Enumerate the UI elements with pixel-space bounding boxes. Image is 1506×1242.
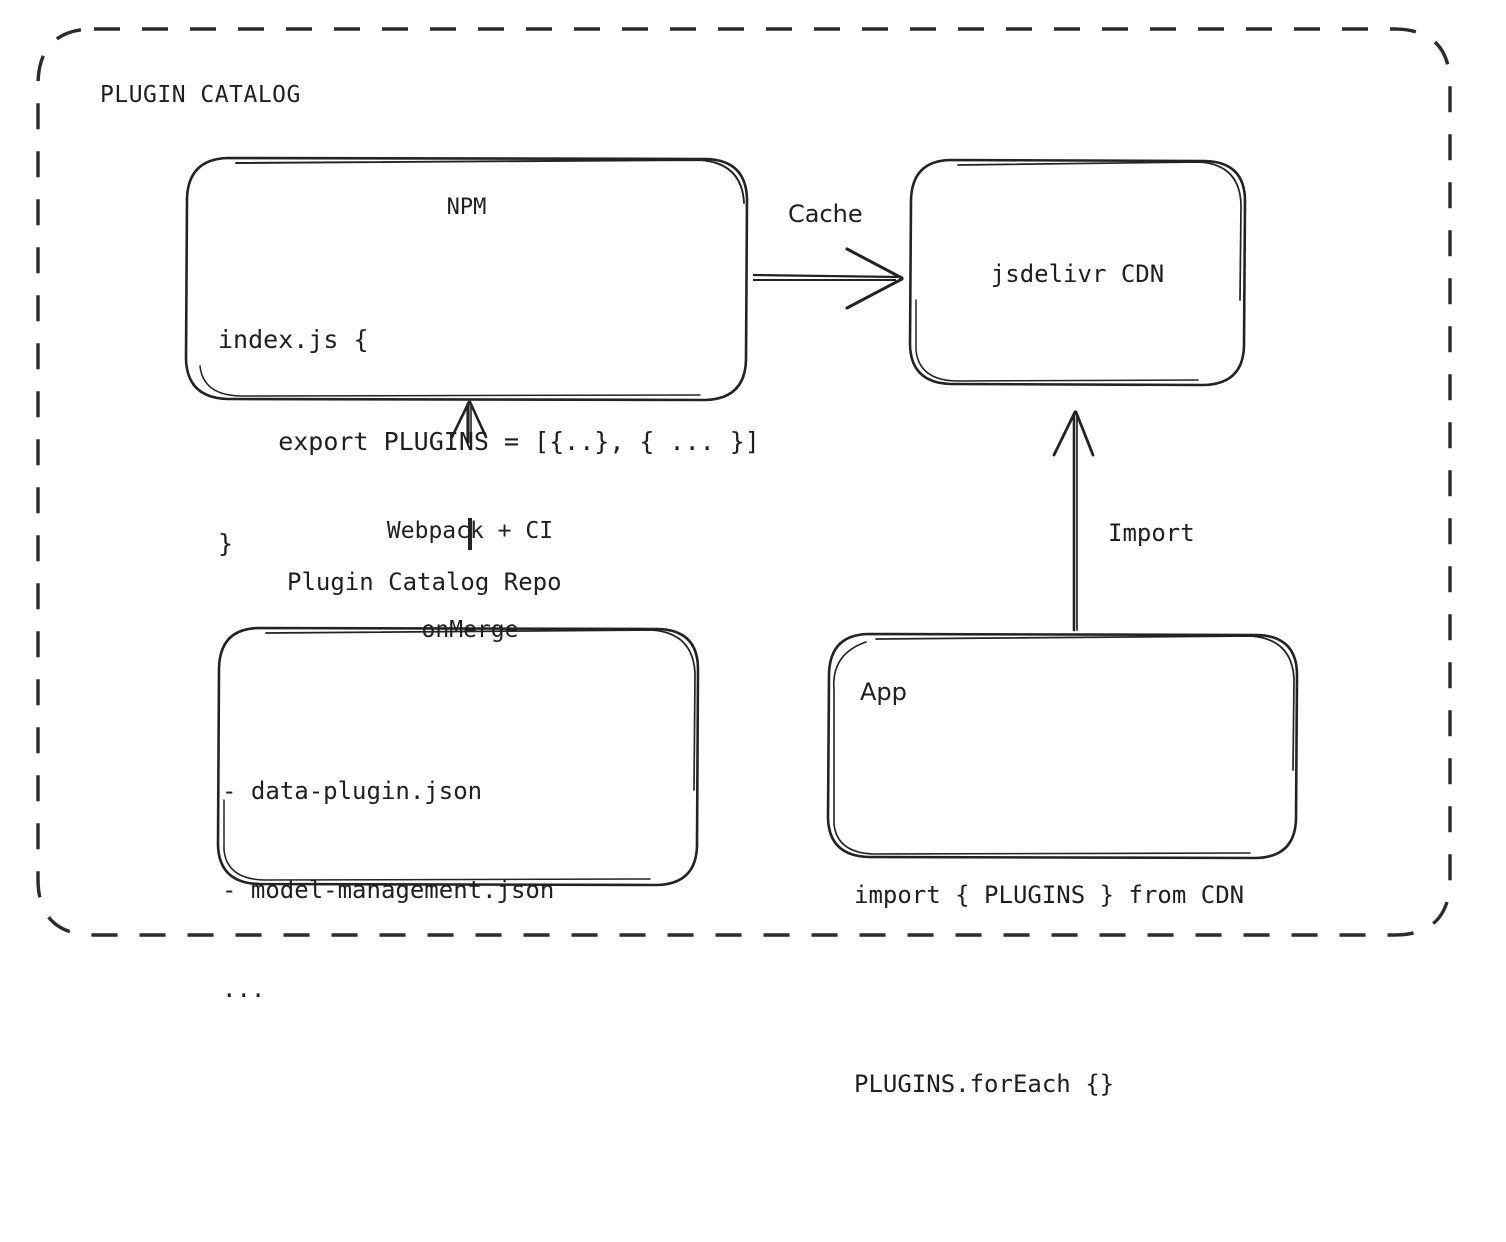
cdn-node-title: jsdelivr CDN [990,260,1165,288]
npm-node-title: NPM [446,195,487,220]
repo-node-caption: Plugin Catalog Repo [287,568,562,596]
cache-edge-label: Cache [788,200,863,228]
plugin-catalog-title: PLUGIN CATALOG [100,82,301,108]
app-node-title: App [860,678,907,706]
npm-code-line-2: export PLUGINS = [{..}, { ... }] [218,427,760,456]
diagram-canvas: PLUGIN CATALOG NPM index.js { export PLU… [36,27,1452,1098]
repo-file-line-2: - model-management.json [222,876,555,904]
npm-code-line-3: } [218,529,234,558]
repo-file-line-1: - data-plugin.json [222,777,483,805]
npm-code-line-1: index.js { [218,325,369,354]
webpack-ci-edge-label: Webpack + CI onMerge [330,449,610,713]
app-code-block: import { PLUGINS } from CDN PLUGINS.forE… [854,738,1244,1242]
app-code-line-1: import { PLUGINS } from CDN [854,881,1245,909]
import-edge-label: Import [1108,519,1195,547]
repo-file-line-3: ... [222,975,266,1003]
import-arrow [1052,410,1095,632]
app-code-line-2: PLUGINS.forEach {} [854,1070,1115,1098]
webpack-ci-edge-label-line-2: onMerge [421,617,519,643]
npm-code-block: index.js { export PLUGINS = [{..}, { ...… [218,255,760,629]
webpack-ci-edge-label-line-1: Webpack + CI [386,518,554,544]
cache-arrow [752,247,904,310]
repo-file-list: - data-plugin.json - model-management.js… [222,709,554,1072]
